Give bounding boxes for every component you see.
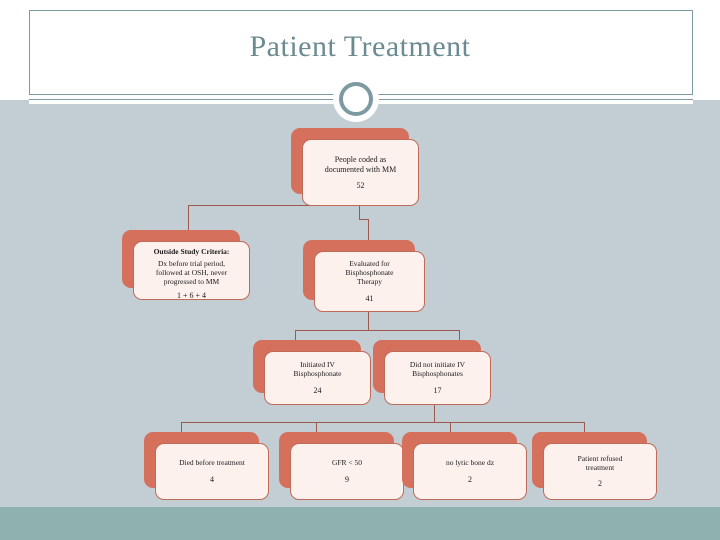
node-label-line-2: Bisphosphonate [293,369,342,378]
connector-drop-outside [188,205,189,231]
node-label-line-3: Therapy [356,276,382,286]
decorative-circle-icon [339,82,373,116]
node-evaluated-bisphosphonate[interactable]: Evaluated for Bisphosphonate Therapy 41 [303,240,425,312]
connector-jog-right [359,219,369,220]
node-count: 2 [468,474,472,484]
node-label-line-1: Dx before trial period, [157,258,226,268]
node-died-before-treatment[interactable]: Died before treatment 4 [144,432,269,500]
connector-drop-initiated [295,330,296,341]
node-card[interactable]: Initiated IV Bisphosphonate 24 [264,351,371,405]
connector-evaluated-bus [295,330,460,331]
node-label-line-1: People coded as [334,155,387,165]
connector-drop-died [181,422,182,434]
footer-band [0,507,720,540]
node-no-lytic-bone-dz[interactable]: no lytic bone dz 2 [402,432,527,500]
node-label: Patient refused treatment [577,453,623,473]
node-card[interactable]: Patient refused treatment 2 [543,443,657,500]
connector-root-to-left [188,205,360,206]
node-count: 4 [210,474,214,484]
node-label-line-2: Bisphosphonates [412,369,463,378]
node-coded-mm[interactable]: People coded as documented with MM 52 [291,128,419,206]
node-label-line-1: Died before treatment [179,458,245,468]
node-label-line-1: no lytic bone dz [445,458,495,468]
node-outside-criteria[interactable]: Outside Study Criteria: Dx before trial … [122,230,250,300]
node-patient-refused[interactable]: Patient refused treatment 2 [532,432,657,500]
node-card[interactable]: Did not initiate IV Bisphosphonates 17 [384,351,491,405]
node-label: Initiated IV Bisphosphonate [293,360,342,379]
node-card[interactable]: GFR < 50 9 [290,443,404,500]
connector-drop-not-initiated [459,330,460,341]
node-card[interactable]: People coded as documented with MM 52 [302,139,419,206]
connector-evaluated-stem [368,312,369,330]
node-label-line-2: followed at OSH, never [155,267,228,277]
connector-drop-lytic [450,422,451,434]
node-label-line-2: documented with MM [324,164,397,174]
node-label: Died before treatment [179,458,245,468]
node-label-line-2: treatment [585,462,615,472]
node-label: GFR < 50 [331,458,363,468]
node-count: 9 [345,474,349,484]
page-title: Patient Treatment [249,30,471,63]
node-label: People coded as documented with MM [325,155,397,174]
connector-bottom-bus [181,422,585,423]
node-gfr-under-50[interactable]: GFR < 50 9 [279,432,404,500]
connector-drop-gfr [316,422,317,434]
node-label-line-1: Evaluated for [349,259,390,269]
node-label-line-1: Patient refused [577,453,623,463]
node-card[interactable]: Evaluated for Bisphosphonate Therapy 41 [314,251,425,312]
node-label-line-1: Initiated IV [300,360,335,370]
node-count: 41 [365,293,374,303]
node-label: Outside Study Criteria: Dx before trial … [153,247,230,286]
header-margin-right [693,0,720,100]
node-count: 24 [313,385,322,395]
node-initiated-iv[interactable]: Initiated IV Bisphosphonate 24 [253,340,371,405]
node-label-line-2: Bisphosphonate [345,268,394,278]
connector-drop-refused [584,422,585,434]
node-card[interactable]: Died before treatment 4 [155,443,269,500]
node-label: no lytic bone dz [445,458,495,468]
node-label-line-3: progressed to MM [163,276,220,286]
header-margin-left [0,0,29,100]
node-label: Evaluated for Bisphosphonate Therapy [345,259,394,287]
node-label-line-1: GFR < 50 [331,458,363,468]
header-margin-top [0,0,720,10]
node-count: 52 [356,180,365,190]
connector-root-mid [359,205,360,219]
connector-drop-evaluated [368,219,369,241]
connector-not-initiated-stem [434,404,435,422]
node-not-initiated-iv[interactable]: Did not initiate IV Bisphosphonates 17 [373,340,491,405]
node-count: 17 [433,385,442,395]
node-label-line-1: Did not initiate IV [409,360,466,370]
node-count: 1 + 6 + 4 [176,291,207,301]
node-card[interactable]: Outside Study Criteria: Dx before trial … [133,241,250,300]
node-label: Did not initiate IV Bisphosphonates [409,360,466,379]
node-label-heading: Outside Study Criteria: [153,247,230,256]
node-card[interactable]: no lytic bone dz 2 [413,443,527,500]
node-count: 2 [598,479,602,489]
